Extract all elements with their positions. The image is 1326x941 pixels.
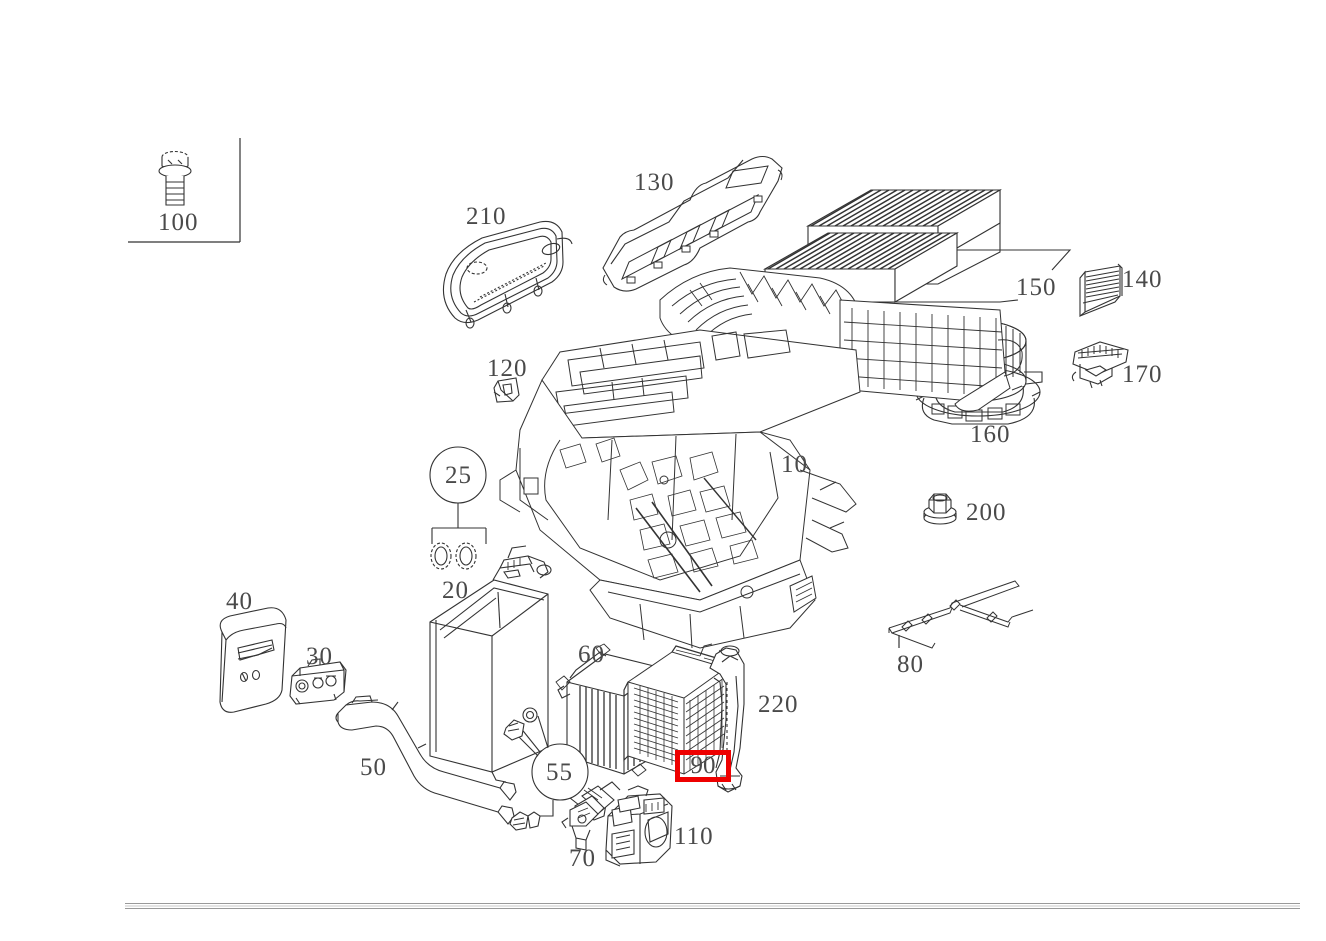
part-label-25[interactable]: 25 <box>445 462 472 489</box>
part-70-shape <box>561 781 621 851</box>
part-55-shape <box>503 707 607 831</box>
part-80-shape <box>888 580 1034 649</box>
part-label-160[interactable]: 160 <box>970 421 1011 448</box>
part-label-20[interactable]: 20 <box>442 577 469 604</box>
part-label-120[interactable]: 120 <box>487 355 528 382</box>
part-label-130[interactable]: 130 <box>634 169 675 196</box>
part-25-shape <box>429 446 487 570</box>
part-label-200[interactable]: 200 <box>966 499 1007 526</box>
part-label-110[interactable]: 110 <box>674 823 714 850</box>
part-170-shape <box>1071 341 1129 389</box>
part-210-shape <box>442 220 573 329</box>
part-label-140[interactable]: 140 <box>1122 266 1163 293</box>
part-30-shape <box>289 658 347 705</box>
part-50-shape <box>335 695 517 825</box>
part-label-70[interactable]: 70 <box>569 845 596 872</box>
part-label-150[interactable]: 150 <box>1016 274 1057 301</box>
part-220-shape <box>709 645 745 793</box>
part-200-shape <box>923 493 957 525</box>
part-120-shape <box>493 377 520 403</box>
part-130-shape <box>602 155 783 292</box>
part-150-shape <box>762 189 1072 303</box>
part-10-shape <box>499 267 1023 649</box>
part-label-100[interactable]: 100 <box>158 209 199 236</box>
highlighted-part-90-box[interactable]: 90 <box>675 750 731 782</box>
part-label-50[interactable]: 50 <box>360 754 387 781</box>
part-label-10[interactable]: 10 <box>781 451 808 478</box>
bolt-screw-icon <box>158 150 192 206</box>
part-label-80[interactable]: 80 <box>897 651 924 678</box>
part-label-170[interactable]: 170 <box>1122 361 1163 388</box>
part-label-55[interactable]: 55 <box>546 759 573 786</box>
part-label-210[interactable]: 210 <box>466 203 507 230</box>
part-90-shape <box>623 643 731 777</box>
part-110-shape <box>605 785 673 867</box>
part-label-30[interactable]: 30 <box>306 643 333 670</box>
part-label-40[interactable]: 40 <box>226 588 253 615</box>
part-140-shape <box>1079 263 1123 318</box>
part-label-90: 90 <box>690 752 716 779</box>
legend-frame <box>128 138 241 243</box>
part-label-60[interactable]: 60 <box>578 641 605 668</box>
part-label-220[interactable]: 220 <box>758 691 799 718</box>
bottom-divider <box>125 903 1300 909</box>
part-40-shape <box>219 607 287 713</box>
